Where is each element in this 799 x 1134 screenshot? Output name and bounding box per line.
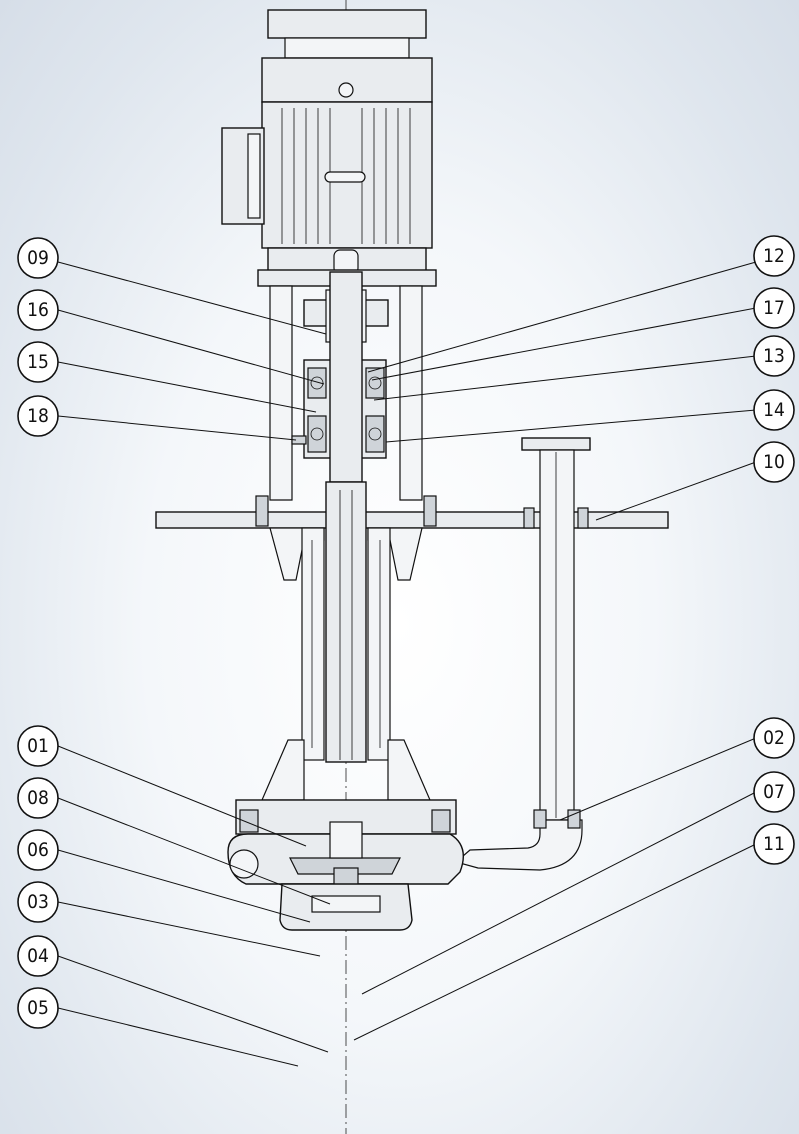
callout-10: 10: [753, 441, 795, 483]
callout-label: 01: [27, 735, 49, 757]
impeller: [289, 857, 401, 875]
leader-lines: [57, 261, 757, 1067]
callout-17: 17: [753, 287, 795, 329]
callout-04: 04: [17, 935, 59, 977]
bracket-left-leg: [269, 285, 293, 501]
callout-13: 13: [753, 335, 795, 377]
callout-14: 14: [753, 389, 795, 431]
callout-05: 05: [17, 987, 59, 1029]
motor-eye-bolt: [338, 82, 354, 98]
callout-18: 18: [17, 395, 59, 437]
discharge-elbow: [454, 819, 583, 871]
casing-rib-left: [261, 739, 305, 801]
callout-15: 15: [17, 341, 59, 383]
callout-09: 09: [17, 237, 59, 279]
callout-label: 15: [27, 351, 49, 373]
upper-bearing: [307, 367, 385, 399]
callout-label: 07: [763, 781, 785, 803]
callout-label: 09: [27, 247, 49, 269]
callout-03: 03: [17, 881, 59, 923]
casing-bolt-left: [239, 809, 259, 833]
callout-label: 06: [27, 839, 49, 861]
motor-fan-cover-neck: [284, 37, 410, 59]
callout-label: 14: [763, 399, 785, 421]
callout-label: 17: [763, 297, 785, 319]
elbow-bolt-left: [533, 809, 547, 829]
shaft-sleeve: [329, 821, 363, 859]
callout-label: 08: [27, 787, 49, 809]
column-pipe-left-wall: [301, 527, 325, 761]
terminal-box-cover: [247, 133, 261, 219]
volute-passage-left: [229, 849, 259, 879]
discharge-flange: [521, 437, 591, 451]
callout-01: 01: [17, 725, 59, 767]
lower-bearing: [307, 415, 385, 453]
callout-06: 06: [17, 829, 59, 871]
callout-02: 02: [753, 717, 795, 759]
callout-label: 16: [27, 299, 49, 321]
column-assembly: [301, 271, 391, 763]
callout-07: 07: [753, 771, 795, 813]
discharge-pipe: [454, 437, 591, 871]
plate-bolt-pipe-left: [523, 507, 535, 529]
casing-bolt-right: [431, 809, 451, 833]
plate-bolt-right: [423, 495, 437, 527]
suction-inlet: [311, 895, 381, 913]
bracket-right-leg: [399, 285, 423, 501]
callout-label: 12: [763, 245, 785, 267]
plate-bolt-left: [255, 495, 269, 527]
mounting-plate: [155, 495, 669, 581]
pump-casing: [227, 739, 464, 931]
callout-label: 11: [763, 833, 785, 855]
motor-lifting-lug: [324, 171, 366, 183]
callout-label: 18: [27, 405, 49, 427]
elbow-bolt-right: [567, 809, 581, 829]
plate-bolt-pipe-right: [577, 507, 589, 529]
callout-label: 03: [27, 891, 49, 913]
callout-08: 08: [17, 777, 59, 819]
motor-assembly: [221, 9, 433, 275]
discharge-riser: [539, 449, 575, 821]
motor-top-cap: [267, 9, 427, 39]
callout-12: 12: [753, 235, 795, 277]
callout-label: 02: [763, 727, 785, 749]
callout-label: 05: [27, 997, 49, 1019]
callout-label: 10: [763, 451, 785, 473]
callout-16: 16: [17, 289, 59, 331]
upper-shaft: [329, 271, 363, 483]
callout-11: 11: [753, 823, 795, 865]
callout-label: 13: [763, 345, 785, 367]
casing-rib-right: [387, 739, 431, 801]
callout-label: 04: [27, 945, 49, 967]
base-plate: [155, 511, 669, 529]
column-pipe-right-wall: [367, 527, 391, 761]
pump-shaft: [325, 481, 367, 763]
